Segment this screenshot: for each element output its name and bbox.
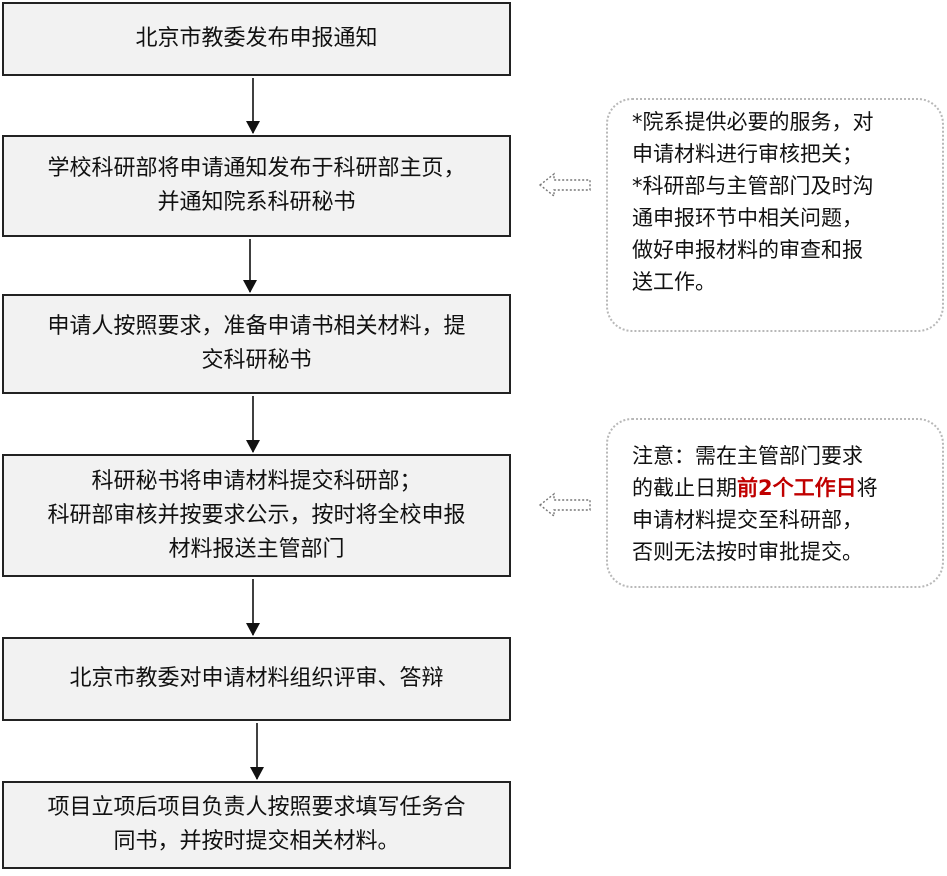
step-1-line-1: 北京市教委发布申报通知 [135,26,378,51]
note-1-line-2: 申请材料进行审核把关； [632,142,863,166]
deadline-highlight: 前2个工作日 [737,476,857,500]
step-5-review: 北京市教委对申请材料组织评审、答辩 [2,637,511,721]
note-1-line-4: 通申报环节中相关问题， [632,206,863,230]
note-2-line-1: 注意：需在主管部门要求 [632,444,863,468]
flow-arrow-2-3 [243,239,257,293]
step-4-line-1: 科研秘书将申请材料提交科研部； [91,468,422,494]
step-2-publish: 学校科研部将申请通知发布于科研部主页， 并通知院系科研秘书 [2,135,511,237]
step-2-line-2: 并通知院系科研秘书 [157,190,356,215]
note-deadline: 注意：需在主管部门要求 的截止日期前2个工作日将 申请材料提交至科研部， 否则无… [606,418,944,588]
note-1-line-1: *院系提供必要的服务，对 [632,110,874,134]
step-2-line-1: 学校科研部将申请通知发布于科研部主页， [47,156,466,181]
note-2-line-4: 否则无法按时审批提交。 [632,540,863,564]
step-1-notice: 北京市教委发布申报通知 [2,2,511,76]
note-2-line-3: 申请材料提交至科研部， [632,508,863,532]
note-2-line-2: 的截止日期前2个工作日将 [632,472,926,504]
flow-arrow-3-4 [246,396,260,453]
step-6-line-1: 项目立项后项目负责人按照要求填写任务合 [47,795,466,820]
step-3-line-1: 申请人按照要求，准备申请书相关材料，提 [47,314,466,339]
note-2-line-2-before: 的截止日期 [632,476,737,500]
note-1-line-5: 做好申报材料的审查和报 [632,238,863,262]
flow-arrow-1-2 [246,78,260,134]
step-3-line-2: 交科研秘书 [201,348,312,373]
note-1-line-6: 送工作。 [632,270,716,294]
step-3-prepare: 申请人按照要求，准备申请书相关材料，提 交科研秘书 [2,294,511,394]
step-4-submit: 科研秘书将申请材料提交科研部； 科研部审核并按要求公示，按时将全校申报 材料报送… [2,454,511,577]
step-6-contract: 项目立项后项目负责人按照要求填写任务合 同书，并按时提交相关材料。 [2,781,511,869]
step-5-line-1: 北京市教委对申请材料组织评审、答辩 [69,666,444,691]
note-1-left-arrow-icon [538,172,591,198]
note-2-line-2-after: 将 [856,476,878,500]
note-services: *院系提供必要的服务，对 申请材料进行审核把关； *科研部与主管部门及时沟 通申… [606,98,944,332]
step-4-line-3: 材料报送主管部门 [168,536,345,562]
step-4-line-2: 科研部审核并按要求公示，按时将全校申报 [47,502,466,528]
note-2-left-arrow-icon [538,492,591,518]
step-6-line-2: 同书，并按时提交相关材料。 [113,829,400,854]
flow-arrow-5-6 [250,723,264,780]
flow-arrow-4-5 [246,579,260,636]
note-1-line-3: *科研部与主管部门及时沟 [632,174,874,198]
